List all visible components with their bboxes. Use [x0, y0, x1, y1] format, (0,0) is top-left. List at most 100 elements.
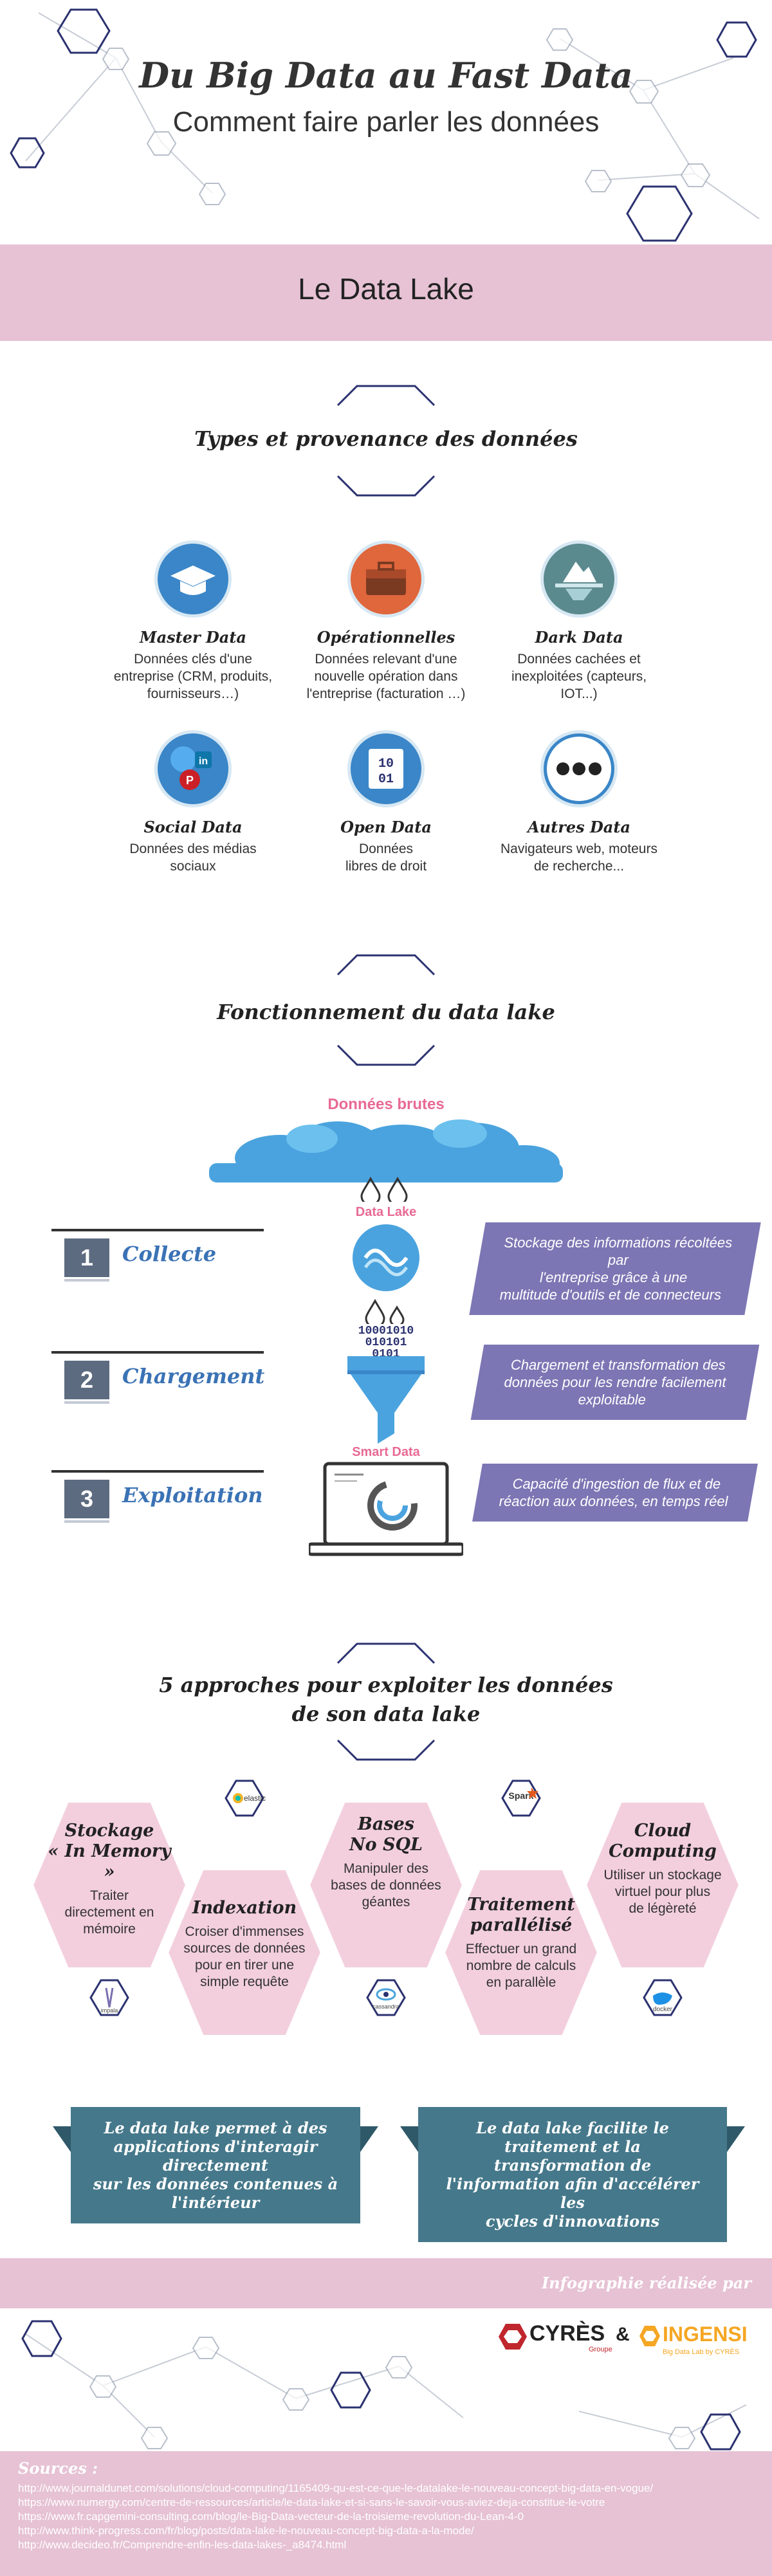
- step-description-line: Capacité d'ingestion de flux et de: [512, 1476, 721, 1492]
- data-type-desc-line: fournisseurs…): [147, 686, 239, 701]
- step-number-shadow: [64, 1520, 109, 1523]
- briefcase-icon: [347, 540, 425, 618]
- data-type-desc-line: l'entreprise (facturation …): [306, 686, 466, 701]
- hexagon-indexation: [165, 1868, 324, 2038]
- approach-desc-line: Effectuer un grand: [465, 1942, 577, 1956]
- approach-desc-line: en parallèle: [486, 1975, 556, 1990]
- data-type-name: Opérationnelles: [317, 628, 455, 647]
- data-type-desc-line: Données relevant d'une: [315, 652, 457, 667]
- section-title-types: Types et provenance des données: [194, 427, 578, 451]
- data-type-desc-line: entreprise (CRM, produits,: [113, 669, 273, 684]
- approach-title-line: Stockage: [64, 1821, 154, 1841]
- hexagon-parallel: [442, 1868, 600, 2038]
- data-type-desc-line: Données: [358, 842, 414, 856]
- section-title-approaches-2: de son data lake: [291, 1702, 481, 1726]
- data-type-name: Social Data: [143, 818, 243, 836]
- approach-title: Indexation: [177, 1898, 312, 1918]
- banner-fold: [53, 2126, 71, 2152]
- svg-text:10: 10: [378, 757, 394, 771]
- binary-line: 10001010: [358, 1325, 414, 1338]
- step-number-shadow: [64, 1401, 109, 1404]
- approach-desc-line: Utiliser un stockage: [603, 1868, 722, 1882]
- approach-desc-line: virtuel pour plus: [614, 1884, 711, 1899]
- source-link[interactable]: https://www.fr.capgemini-consulting.com/…: [18, 2510, 524, 2523]
- graduation-cap-icon: [154, 540, 232, 618]
- svg-text:P: P: [186, 774, 194, 787]
- ingensi-logo: INGENSI: [663, 2323, 748, 2346]
- drops-icon: [360, 1176, 408, 1202]
- laptop-icon: [309, 1462, 463, 1556]
- hexagon-in-memory: [30, 1800, 188, 1970]
- network-background: [10, 8, 760, 242]
- approach-desc-line: géantes: [362, 1895, 410, 1909]
- sources-band: Sources : http://www.journaldunet.com/so…: [0, 2451, 772, 2576]
- approach-title-line: Indexation: [192, 1898, 297, 1918]
- step-description-line: réaction aux données, en temps réel: [499, 1493, 728, 1509]
- data-type-desc: Données cachées et inexploitées (capteurs…: [482, 650, 676, 703]
- approach-desc-line: bases de données: [331, 1878, 441, 1893]
- network-background: [21, 2320, 747, 2451]
- source-link[interactable]: https://www.numergy.com/centre-de-ressou…: [18, 2496, 605, 2508]
- source-link[interactable]: http://www.decideo.fr/Comprendre-enfin-l…: [18, 2539, 347, 2551]
- approach-desc: Utiliser un stockage virtuel pour plus de …: [595, 1867, 730, 1917]
- step-label: Exploitation: [122, 1483, 263, 1507]
- drops-icon: [365, 1298, 405, 1324]
- step-number: 2: [64, 1361, 109, 1399]
- data-type-desc-line: inexploitées (capteurs,: [511, 669, 647, 684]
- data-lake-icon: [353, 1224, 419, 1291]
- step-number: 3: [64, 1480, 109, 1518]
- cyres-logo-icon: [499, 2324, 527, 2350]
- svg-text:impala: impala: [101, 2007, 118, 2014]
- page-title: Du Big Data au Fast Data: [139, 55, 633, 96]
- data-type-desc-line: Données cachées et: [517, 652, 641, 667]
- approach-title-line: Bases: [358, 1814, 414, 1834]
- hexagon-cloud: [584, 1800, 742, 1970]
- data-type-desc: Données libres de droit: [290, 840, 482, 875]
- svg-text:Spark: Spark: [509, 1790, 534, 1801]
- approach-desc-line: sources de données: [183, 1941, 306, 1956]
- ingensi-logo-sub: Big Data Lab by CYRÈS: [663, 2348, 740, 2356]
- svg-text:elastic: elastic: [244, 1794, 266, 1803]
- data-type-name: Master Data: [140, 628, 246, 647]
- conclusion-banner-line: applications d'interagir directement: [113, 2137, 318, 2175]
- section-title-workflow: Fonctionnement du data lake: [217, 1000, 555, 1024]
- approach-title-line: parallélisé: [470, 1915, 573, 1935]
- approach-desc-line: directement en: [64, 1905, 154, 1920]
- approach-title-line: Computing: [609, 1841, 717, 1861]
- approach-desc-line: nombre de calculs: [466, 1958, 576, 1973]
- source-link[interactable]: http://www.journaldunet.com/solutions/cl…: [18, 2482, 654, 2494]
- svg-text:docker: docker: [653, 2006, 673, 2013]
- approach-desc-line: de légèreté: [629, 1901, 697, 1916]
- approach-title: Stockage« In Memory »: [42, 1821, 177, 1882]
- source-link[interactable]: http://www.think-progress.com/fr/blog/po…: [18, 2525, 474, 2537]
- svg-text:cassandra: cassandra: [372, 2003, 400, 2010]
- section-band-label: Le Data Lake: [298, 272, 474, 306]
- data-type-desc-line: libres de droit: [345, 859, 427, 874]
- binary-line: 010101: [365, 1336, 407, 1349]
- section-title-approaches-1: 5 approches pour exploiter les données: [159, 1673, 613, 1697]
- page-subtitle: Comment faire parler les données: [172, 106, 600, 138]
- banner-fold: [400, 2126, 418, 2152]
- raw-data-label: Données brutes: [327, 1096, 445, 1113]
- approach-desc-line: Traiter: [90, 1888, 129, 1903]
- data-type-desc-line: IOT...): [560, 686, 598, 701]
- credits-label: Infographie réalisée par: [541, 2274, 751, 2292]
- section-band: Le Data Lake: [0, 244, 772, 341]
- sources-title: Sources :: [18, 2459, 98, 2478]
